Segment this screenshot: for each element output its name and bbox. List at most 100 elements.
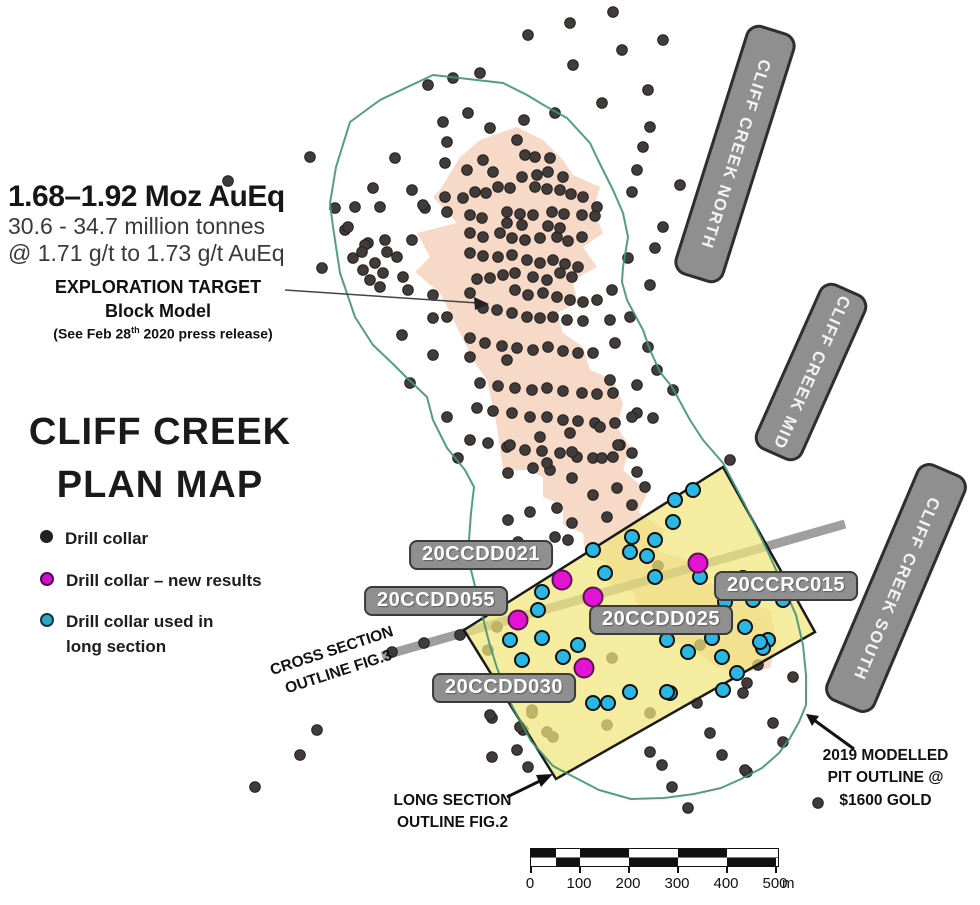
drill-collar-dot (522, 761, 534, 773)
drill-collar-dot (501, 354, 513, 366)
drill-collar-dot (487, 405, 499, 417)
drill-collar-dot (439, 157, 451, 169)
drill-collar-dot (347, 252, 359, 264)
drill-collar-dot (558, 208, 570, 220)
scale-bar-cell (678, 858, 727, 866)
drill-collar-dot (464, 332, 476, 344)
drill-collar-dot (422, 79, 434, 91)
drill-collar-dot (534, 312, 546, 324)
drill-collar-dot (787, 671, 799, 683)
drill-collar-dot (604, 374, 616, 386)
drill-collar-dot (519, 234, 531, 246)
drill-collar-dot (577, 191, 589, 203)
scale-bar-cell (555, 858, 580, 866)
scale-bar-cell (531, 858, 556, 866)
drill-collar-dot (367, 182, 379, 194)
drill-collar-dot (506, 407, 518, 419)
legend: Drill collar Drill collar – new results … (40, 527, 320, 677)
drill-collar-dot (564, 17, 576, 29)
drill-collar-dot (464, 434, 476, 446)
drill-collar-dot (656, 759, 668, 771)
drill-collar-dot (374, 281, 386, 293)
hole-label: 20CCDD021 (409, 540, 553, 570)
drill-collar-dot (611, 482, 623, 494)
drill-collar-dot (577, 315, 589, 327)
drill-collar-dot (516, 219, 528, 231)
drill-collar-dot (541, 274, 553, 286)
drill-collar-dot (551, 291, 563, 303)
drill-collar-dot (397, 271, 409, 283)
drill-collar-dot (516, 171, 528, 183)
drill-collar-dot (557, 345, 569, 357)
drill-collar-dot (486, 751, 498, 763)
scale-bar-cell (629, 849, 678, 857)
page-title: CLIFF CREEK PLAN MAP (28, 411, 292, 506)
drill-collar-dot (519, 444, 531, 456)
drill-collar-dot (427, 289, 439, 301)
drill-collar-dot (626, 447, 638, 459)
drill-collar-dot (521, 311, 533, 323)
scale-bar-row (531, 857, 778, 866)
pit-outline-note: 2019 MODELLED PIT OUTLINE @ $1600 GOLD (822, 747, 949, 809)
drill-collar-dot (522, 289, 534, 301)
drill-collar-dot (562, 534, 574, 546)
drill-collar-dot (591, 388, 603, 400)
drill-collar-dot (452, 452, 464, 464)
drill-collar-new-result-dot (573, 657, 595, 679)
drill-collar-dot (502, 514, 514, 526)
drill-collar-dot (607, 387, 619, 399)
drill-collar-dot (369, 257, 381, 269)
drill-collar-dot (406, 234, 418, 246)
scale-tick-label: 100 (566, 875, 592, 892)
drill-collar-dot (437, 116, 449, 128)
drill-collar-dot (527, 462, 539, 474)
drill-collar-dot (527, 344, 539, 356)
drill-collar-dot (542, 341, 554, 353)
drill-collar-long-section-dot (585, 542, 601, 558)
drill-collar-dot (524, 506, 536, 518)
drill-collar-dot (464, 209, 476, 221)
drill-collar-dot (626, 411, 638, 423)
drill-collar-dot (547, 311, 559, 323)
drill-collar-dot (521, 254, 533, 266)
drill-collar-dot (531, 169, 543, 181)
drill-collar-dot (609, 417, 621, 429)
drill-collar-dot (509, 284, 521, 296)
scale-tick (530, 866, 532, 873)
drill-collar-dot (374, 201, 386, 213)
scale-bar-cell (727, 858, 776, 866)
drill-collar-dot (477, 231, 489, 243)
drill-collar-long-section-dot (600, 695, 616, 711)
drill-collar-dot (491, 304, 503, 316)
legend-item-new-results: Drill collar – new results (40, 569, 320, 594)
long-section-note: LONG SECTION OUTLINE FIG.2 (393, 792, 512, 832)
scale-tick (628, 866, 630, 873)
drill-collar-dot (474, 377, 486, 389)
drill-collar-dot (576, 231, 588, 243)
scale-tick-label: 0 (525, 875, 535, 892)
drill-collar-dot (427, 312, 439, 324)
drill-collar-long-section-dot (729, 665, 745, 681)
drill-collar-dot (377, 267, 389, 279)
drill-collar-dot (477, 250, 489, 262)
drill-collar-long-section-dot (639, 548, 655, 564)
drill-collar-dot (554, 184, 566, 196)
drill-collar-dot (596, 452, 608, 464)
drill-collar-new-result-dot (687, 552, 709, 574)
drill-collar-dot (464, 227, 476, 239)
drill-collar-dot (626, 186, 638, 198)
drill-collar-dot (511, 134, 523, 146)
drill-collar-dot (554, 447, 566, 459)
drill-collar-dot (704, 727, 716, 739)
drill-collar-long-section-dot (715, 682, 731, 698)
drill-collar-dot (461, 164, 473, 176)
scale-tick (726, 866, 728, 873)
drill-collar-dot (594, 421, 606, 433)
tonnage-line: 30.6 - 34.7 million tonnes (8, 213, 265, 239)
drill-collar-dot (492, 181, 504, 193)
drill-collar-dot (596, 97, 608, 109)
drill-collar-dot (457, 192, 469, 204)
drill-collar-dot (294, 749, 306, 761)
